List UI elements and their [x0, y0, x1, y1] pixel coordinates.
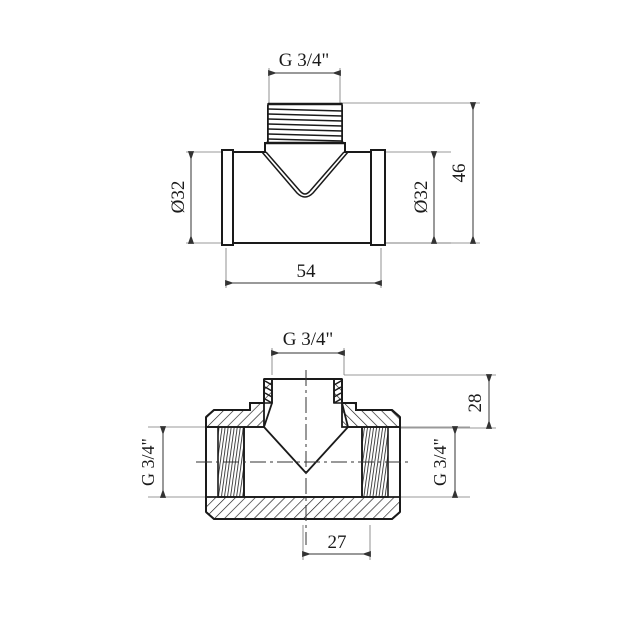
- dim-right-bore: Ø32: [411, 151, 438, 244]
- dim-label-branch-height: 28: [465, 394, 486, 413]
- dim-label-right-bore: Ø32: [411, 181, 432, 214]
- dim-overall-length: 54: [225, 261, 382, 287]
- dim-body-width: 27: [302, 532, 371, 558]
- dim-label-left-bore: Ø32: [168, 181, 189, 214]
- top-view: G 3/4" Ø32 Ø32 46 54: [168, 50, 480, 288]
- dim-branch-thread-section: G 3/4": [271, 329, 345, 357]
- dim-label-body-width: 27: [328, 532, 347, 553]
- dim-left-port-thread: G 3/4": [138, 426, 167, 498]
- centerlines: [196, 370, 412, 545]
- dim-left-bore: Ø32: [168, 151, 195, 244]
- dim-label-right-port-thread: G 3/4": [430, 438, 450, 486]
- dim-branch-thread: G 3/4": [268, 50, 341, 77]
- branch-male-thread: [266, 102, 344, 145]
- bottom-view: G 3/4" G 3/4" G 3/4" 28 27: [138, 329, 496, 560]
- dim-overall-height: 46: [449, 102, 477, 244]
- section-body-outline: [205, 378, 401, 520]
- dim-right-port-thread: G 3/4": [430, 426, 459, 498]
- branch-crotch-lines: [261, 151, 349, 198]
- dim-label-left-port-thread: G 3/4": [138, 438, 158, 486]
- dim-branch-height: 28: [465, 374, 493, 429]
- dim-label-overall-length: 54: [297, 261, 317, 282]
- bottom-view-extension-lines: [148, 348, 496, 560]
- dim-label-overall-height: 46: [449, 164, 470, 183]
- dim-label-branch-thread-section: G 3/4": [283, 329, 334, 350]
- dim-label-branch-thread: G 3/4": [279, 50, 330, 71]
